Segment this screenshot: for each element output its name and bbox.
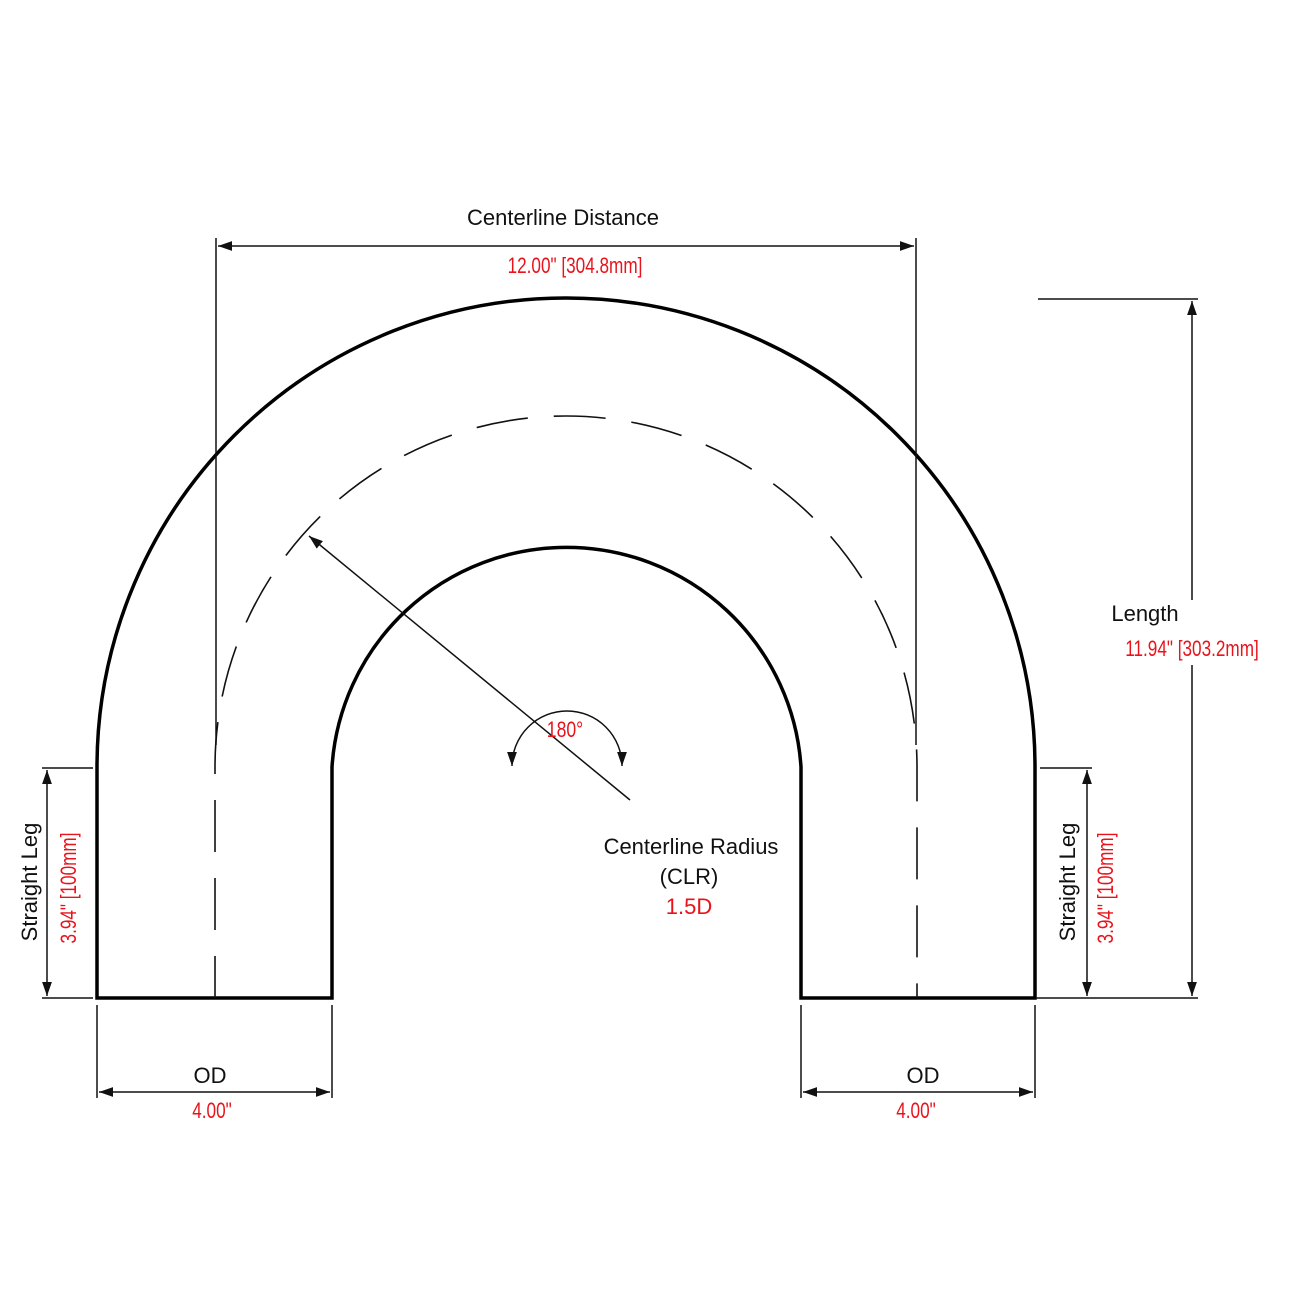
od-right-value: 4.00" — [896, 1099, 935, 1124]
straight-leg-right-value: 3.94" [100mm] — [1094, 833, 1119, 944]
tube-outer-wall — [95, 296, 1037, 1000]
bend-angle-indicator: 180° — [507, 710, 627, 767]
length-value: 11.94" [303.2mm] — [1125, 637, 1259, 662]
centerline-distance-label: Centerline Distance — [467, 205, 659, 230]
od-right-label: OD — [907, 1063, 940, 1088]
od-left-label: OD — [194, 1063, 227, 1088]
od-left-value: 4.00" — [192, 1099, 231, 1124]
clr-label-line1: Centerline Radius — [604, 834, 779, 859]
od-left-dimension: OD 4.00" — [96, 1005, 333, 1124]
straight-leg-right-dimension: Straight Leg 3.94" [100mm] — [1040, 767, 1119, 996]
straight-leg-left-value: 3.94" [100mm] — [57, 833, 82, 944]
straight-leg-left-dimension: Straight Leg 3.94" [100mm] — [17, 767, 93, 999]
length-dimension: Length 11.94" [303.2mm] — [1036, 298, 1270, 999]
centerline-distance-dimension: Centerline Distance 12.00" [304.8mm] — [215, 205, 917, 745]
centerline-distance-value: 12.00" [304.8mm] — [508, 254, 643, 279]
straight-leg-right-label: Straight Leg — [1055, 823, 1080, 942]
clr-label-line2: (CLR) — [660, 864, 719, 889]
od-right-dimension: OD 4.00" — [800, 1005, 1036, 1124]
centerline-arc — [214, 415, 918, 998]
length-label: Length — [1111, 601, 1178, 626]
straight-leg-left-label: Straight Leg — [17, 823, 42, 942]
bend-angle-value: 180° — [547, 718, 583, 742]
clr-value: 1.5D — [666, 894, 712, 919]
